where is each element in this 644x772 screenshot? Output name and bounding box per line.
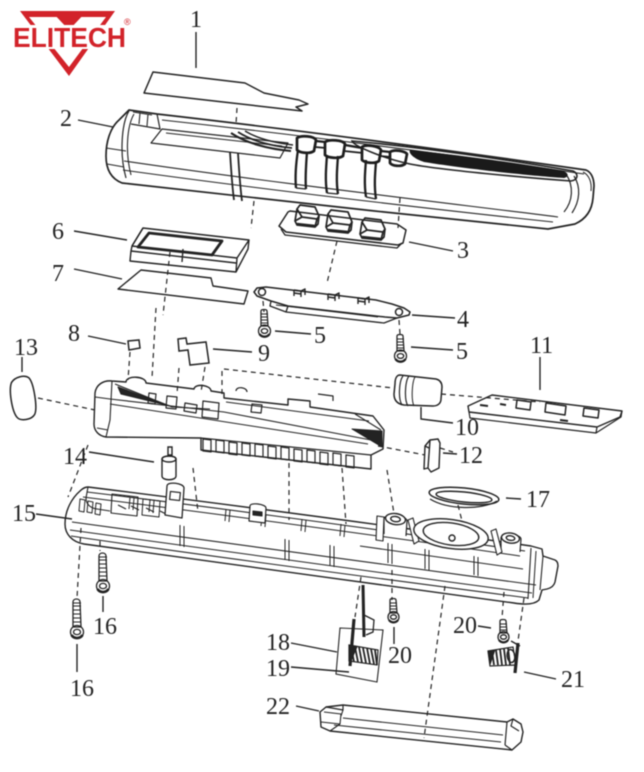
svg-text:9: 9 (258, 341, 270, 367)
svg-text:16: 16 (70, 676, 94, 702)
svg-text:10: 10 (455, 415, 479, 441)
svg-text:15: 15 (12, 501, 36, 527)
svg-text:8: 8 (68, 321, 80, 347)
svg-text:20: 20 (453, 613, 477, 639)
svg-text:12: 12 (459, 443, 483, 469)
svg-text:20: 20 (388, 643, 412, 669)
svg-text:11: 11 (530, 333, 553, 359)
svg-text:13: 13 (14, 335, 38, 361)
svg-text:5: 5 (314, 323, 326, 349)
svg-text:5: 5 (456, 339, 468, 365)
svg-text:22: 22 (266, 694, 290, 720)
svg-text:3: 3 (457, 238, 469, 264)
svg-text:ELITECH: ELITECH (13, 22, 126, 53)
svg-text:7: 7 (52, 261, 64, 287)
svg-text:1: 1 (190, 7, 202, 33)
svg-text:17: 17 (526, 487, 550, 513)
svg-text:6: 6 (52, 219, 64, 245)
svg-text:2: 2 (60, 106, 72, 132)
svg-text:16: 16 (93, 614, 117, 640)
svg-text:®: ® (124, 17, 131, 27)
svg-text:21: 21 (561, 667, 585, 693)
svg-text:18: 18 (266, 630, 290, 656)
svg-text:19: 19 (266, 656, 290, 682)
svg-text:4: 4 (457, 307, 469, 333)
